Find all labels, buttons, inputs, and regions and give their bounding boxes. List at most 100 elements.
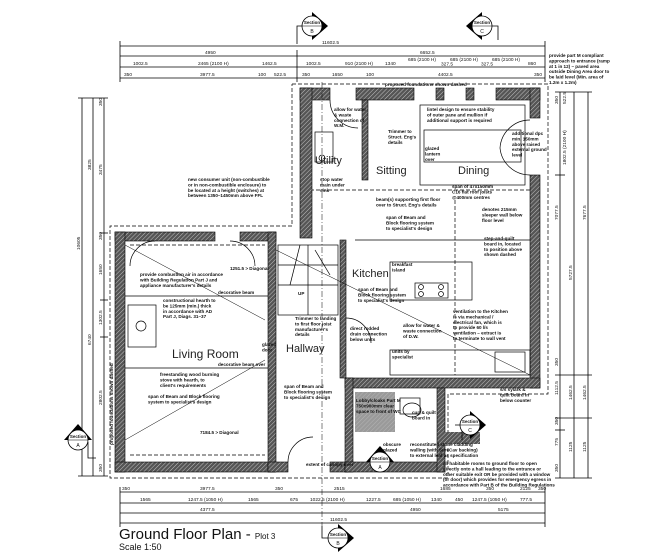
note-decorative-beam-1: decorative beam bbox=[218, 290, 254, 295]
dimension-label-top: 3977.5 bbox=[200, 72, 215, 78]
section-letter: A bbox=[378, 465, 382, 471]
wc bbox=[399, 397, 421, 415]
dimension-label-left: 3475 bbox=[98, 164, 104, 175]
dimension-label-right: 1462.5 bbox=[582, 385, 588, 400]
room-label-sitting: Sitting bbox=[376, 165, 407, 177]
kitchen-units bbox=[389, 349, 531, 376]
note-stairs-up: UP bbox=[298, 291, 304, 296]
drawing-scale: Scale 1:50 bbox=[119, 542, 162, 552]
dimension-label-top: 11602.5 bbox=[322, 40, 339, 46]
dimension-label-top: 327.5 bbox=[441, 62, 453, 68]
note-diagonal-2: 7184.5 > Diagonal bbox=[200, 430, 239, 435]
section-letter: C bbox=[468, 428, 472, 434]
wc-bottom-wall bbox=[344, 461, 446, 473]
fireplace bbox=[127, 304, 157, 348]
utility-partition bbox=[361, 99, 369, 181]
dimension-label-bottom: 350 bbox=[122, 486, 130, 492]
dimension-label-left: 1650 bbox=[98, 264, 104, 275]
dimension-label-left: 3825 bbox=[87, 159, 93, 170]
dimension-label-left: 10605 bbox=[76, 236, 82, 250]
note-foundations-top: proposed foundations shown dashed bbox=[385, 82, 467, 87]
note-decorative-beam-2: decorative beam over bbox=[218, 362, 265, 367]
dimension-label-top: 327.5 bbox=[481, 62, 493, 68]
section-label: Section bbox=[330, 532, 347, 537]
room-label-living-room: Living Room bbox=[172, 347, 239, 361]
dimension-label-bottom: 685 (1050 H) bbox=[393, 497, 421, 503]
dimension-label-right: 5727.5 bbox=[568, 265, 574, 280]
dimension-label-bottom: 4377.5 bbox=[200, 507, 215, 513]
dimension-label-bottom: 1247.5 (1050 H) bbox=[188, 497, 223, 503]
dimension-label-top: 910 (2100 H) bbox=[345, 61, 373, 67]
section-label: Section bbox=[474, 20, 491, 25]
left-rear-wall bbox=[299, 87, 313, 239]
dimension-label-right: 350 bbox=[554, 464, 560, 472]
dimension-label-left: 2802.5 bbox=[98, 390, 104, 405]
dimension-label-top: 1002.5 bbox=[306, 61, 321, 67]
note-egress: all habitable rooms to ground floor to o… bbox=[443, 461, 555, 488]
dimension-label-right: 1802.5 (2100 H) bbox=[562, 130, 568, 165]
dimension-label-bottom: 675 bbox=[290, 497, 298, 503]
room-label-dining: Dining bbox=[458, 165, 489, 177]
dimension-label-right: 7677.5 bbox=[582, 205, 588, 220]
dimension-label-top: 4950 bbox=[205, 50, 216, 56]
section-label: Section bbox=[372, 456, 389, 461]
dimension-label-left: 6740 bbox=[87, 334, 93, 345]
dimension-label-bottom: 1685 bbox=[440, 486, 451, 492]
sink bbox=[494, 351, 526, 373]
dimension-label-right: 775 bbox=[554, 438, 560, 446]
dimension-label-top: 350 bbox=[124, 72, 132, 78]
dimension-label-bottom: 350 bbox=[538, 486, 546, 492]
dimension-label-right: 1125 bbox=[582, 441, 588, 452]
section-letter: B bbox=[310, 29, 314, 35]
foundation-outline bbox=[109, 83, 549, 479]
dimension-lines bbox=[78, 41, 592, 527]
dimension-label-top: 860 bbox=[528, 61, 536, 67]
dining-rooflight bbox=[419, 104, 526, 186]
dimension-label-left: 1302.5 bbox=[98, 310, 104, 325]
dimension-label-bottom: 1247.5 (1050 H) bbox=[472, 497, 507, 503]
dimension-label-top: 2465 (2100 H) bbox=[198, 61, 229, 67]
dimension-label-top: 100 bbox=[366, 72, 374, 78]
fixtures bbox=[124, 99, 531, 463]
dimension-label-top: 522.5 bbox=[274, 72, 286, 78]
room-label-kitchen: Kitchen bbox=[352, 268, 389, 280]
dimension-label-bottom: 4950 bbox=[410, 507, 421, 513]
dimension-label-top: 350 bbox=[302, 72, 310, 78]
dimension-label-bottom: 1340 bbox=[431, 497, 442, 503]
cloaks-clear-space bbox=[355, 392, 395, 432]
dimension-label-right: 7077.5 bbox=[554, 205, 560, 220]
dimension-label-right: 522.5 bbox=[562, 92, 568, 104]
note-diagonal-1: 1251.5 > Diagonal bbox=[230, 266, 269, 271]
room-label-hallway: Hallway bbox=[286, 343, 325, 355]
section-label: Section bbox=[70, 434, 87, 439]
section-letter: A bbox=[76, 443, 80, 449]
hall-front-wall bbox=[267, 461, 289, 473]
dimension-label-left: 350 bbox=[98, 98, 104, 106]
dimension-label-bottom: 2515 bbox=[334, 486, 345, 492]
note-canopy: extent of canopy over bbox=[306, 462, 354, 467]
